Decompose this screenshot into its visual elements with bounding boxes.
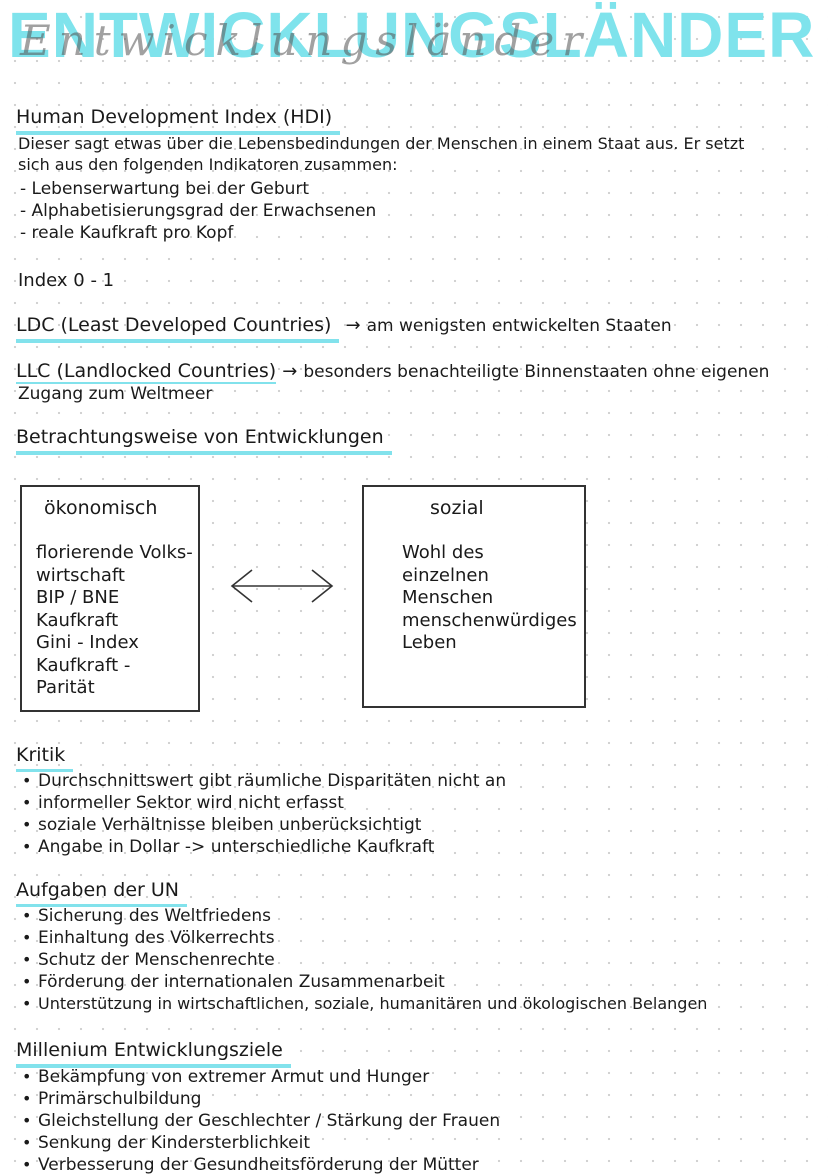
list-item: Kaufkraft xyxy=(36,609,119,631)
list-item: Förderung der internationalen Zusammenar… xyxy=(18,971,707,993)
hdi-index-range: Index 0 - 1 xyxy=(18,270,115,291)
list-item: Primärschulbildung xyxy=(18,1088,500,1110)
list-item: Leben xyxy=(402,632,457,653)
hdi-intro-line: Dieser sagt etwas über die Lebensbedindu… xyxy=(18,134,745,153)
hdi-heading-text: Human Development Index (HDI) xyxy=(16,106,341,135)
llc-text: besonders benachteiligte Binnenstaaten o… xyxy=(303,362,770,382)
list-item: Menschen xyxy=(402,587,494,608)
ldc-text: am wenigsten entwickelten Staaten xyxy=(366,316,672,336)
mdg-list: Bekämpfung von extremer Armut und Hunger… xyxy=(18,1066,500,1176)
ldc-definition: LDC (Least Developed Countries) → am wen… xyxy=(16,314,672,343)
list-item: Durchschnittswert gibt räumliche Dispari… xyxy=(18,770,506,792)
list-item: Sicherung des Weltfriedens xyxy=(18,905,707,927)
oekonomisch-list: florierende Volks- wirtschaft BIP / BNE … xyxy=(36,542,193,700)
un-heading-text: Aufgaben der UN xyxy=(16,879,187,907)
kritik-heading: Kritik xyxy=(16,744,74,772)
list-item: Angabe in Dollar -> unterschiedliche Kau… xyxy=(18,836,506,858)
ldc-term: LDC (Least Developed Countries) xyxy=(16,314,340,343)
un-heading: Aufgaben der UN xyxy=(16,879,187,907)
llc-definition: LLC (Landlocked Countries) → besonders b… xyxy=(16,360,770,384)
llc-term: LLC (Landlocked Countries) xyxy=(16,360,277,384)
list-item: reale Kaufkraft pro Kopf xyxy=(20,222,376,244)
kritik-list: Durchschnittswert gibt räumliche Dispari… xyxy=(18,770,506,858)
double-arrow-icon xyxy=(230,569,334,603)
sozial-box: sozial Wohl des einzelnen Menschen mensc… xyxy=(362,485,586,708)
list-item: Wohl des xyxy=(402,542,484,563)
un-list: Sicherung des Weltfriedens Einhaltung de… xyxy=(18,905,707,1015)
hdi-intro: Dieser sagt etwas über die Lebensbedindu… xyxy=(18,133,744,175)
list-item: einzelnen xyxy=(402,564,489,586)
list-item: informeller Sektor wird nicht erfasst xyxy=(18,792,506,814)
betrachtung-heading-text: Betrachtungsweise von Entwicklungen xyxy=(16,426,392,455)
list-item: Bekämpfung von extremer Armut und Hunger xyxy=(18,1066,500,1088)
kritik-heading-text: Kritik xyxy=(16,744,74,772)
list-item: Einhaltung des Völkerrechts xyxy=(18,927,707,949)
list-item: Gleichstellung der Geschlechter / Stärku… xyxy=(18,1110,500,1132)
list-item: soziale Verhältnisse bleiben unberücksic… xyxy=(18,814,506,836)
list-item: Schutz der Menschenrechte xyxy=(18,949,707,971)
arrow-icon: → xyxy=(345,315,361,336)
list-item: menschenwürdiges xyxy=(402,609,577,631)
llc-text-cont: Zugang zum Weltmeer xyxy=(18,384,213,404)
sozial-label: sozial xyxy=(430,497,484,519)
page-title-script: Entwicklungsländer xyxy=(20,16,591,65)
betrachtung-heading: Betrachtungsweise von Entwicklungen xyxy=(16,426,392,455)
list-item: Unterstützung in wirtschaftlichen, sozia… xyxy=(18,993,707,1015)
list-item: Verbesserung der Gesundheitsförderung de… xyxy=(18,1154,500,1176)
hdi-heading: Human Development Index (HDI) xyxy=(16,106,341,135)
page-title: ENTWICKLUNGSLÄNDER xyxy=(8,0,816,71)
list-item: Parität xyxy=(36,677,95,698)
list-item: Alphabetisierungsgrad der Erwachsenen xyxy=(20,200,377,222)
oekonomisch-box: ökonomisch florierende Volks- wirtschaft… xyxy=(20,485,200,712)
list-item: wirtschaft xyxy=(36,564,125,586)
list-item: florierende Volks- xyxy=(36,542,193,563)
mdg-heading-text: Millenium Entwicklungsziele xyxy=(16,1039,291,1068)
list-item: Gini - Index xyxy=(36,632,139,653)
oekonomisch-label: ökonomisch xyxy=(44,497,158,519)
list-item: Lebenserwartung bei der Geburt xyxy=(20,178,376,200)
hdi-indicator-list: Lebenserwartung bei der Geburt Alphabeti… xyxy=(20,178,377,244)
list-item: Senkung der Kindersterblichkeit xyxy=(18,1132,500,1154)
list-item: BIP / BNE xyxy=(36,587,120,608)
sozial-list: Wohl des einzelnen Menschen menschenwürd… xyxy=(402,542,577,655)
arrow-icon: → xyxy=(282,361,298,382)
hdi-intro-line: sich aus den folgenden Indikatoren zusam… xyxy=(18,155,398,174)
list-item: Kaufkraft - xyxy=(36,654,131,676)
mdg-heading: Millenium Entwicklungsziele xyxy=(16,1039,291,1068)
